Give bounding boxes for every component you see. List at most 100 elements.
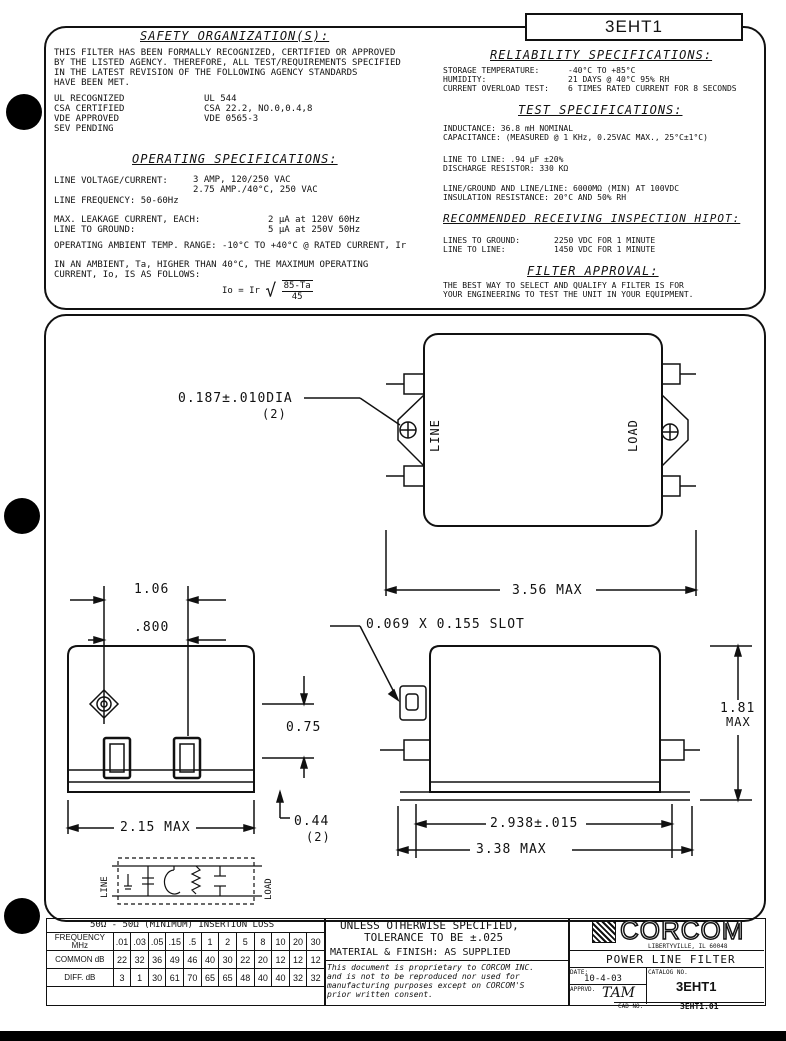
table-cell: 12 [288,950,308,969]
leakage-value-1: 2 µA at 120V 60Hz [268,215,361,225]
table-cell: 30 [306,932,325,951]
table-cell: 12 [271,950,290,969]
reliability-label: HUMIDITY: [443,75,487,84]
binder-hole-top [6,94,42,130]
reliability-value: 6 TIMES RATED CURRENT FOR 8 SECONDS [568,84,737,93]
dim-3-38: 3.38 MAX [476,842,547,857]
hipot-heading: RECOMMENDED RECEIVING INSPECTION HIPOT: [443,212,741,225]
reliability-value: 21 DAYS @ 40°C 95% RH [568,75,670,84]
reliability-value: -40°C TO +85°C [568,66,636,75]
load-label: LOAD [626,419,640,452]
table-cell: .05 [147,932,167,951]
notes-divider [324,960,568,961]
reliability-heading: RELIABILITY SPECIFICATIONS: [490,48,713,62]
table-cell: .15 [165,932,185,951]
company-name: CORCOM [619,914,745,946]
discharge-resistor: DISCHARGE RESISTOR: 330 KΩ [443,164,569,173]
table-cell: 70 [183,968,202,987]
title-divider [568,984,646,985]
sqrt-icon: √ [265,280,277,302]
table-cell: 32 [306,968,325,987]
dim-1-81-max: MAX [726,715,751,729]
ambient-note-2: CURRENT, Io, IS AS FOLLOWS: [54,270,201,280]
approval-heading: FILTER APPROVAL: [527,264,659,278]
proprietary-1: This document is proprietary to CORCOM I… [327,963,535,972]
product-name: POWER LINE FILTER [606,953,736,966]
binder-hole-middle [4,498,40,534]
date-value: 10-4-03 [584,974,622,984]
title-divider-v [646,967,647,1004]
proprietary-3: manufacturing purposes except on CORCOM'… [327,981,525,990]
line-label: LINE [428,419,442,452]
table-cell: 3 [112,968,132,987]
agency-std: VDE 0565-3 [204,114,259,124]
table-cell: 32 [288,968,308,987]
table-cell: 8 [253,932,273,951]
dim-2-938: 2.938±.015 [490,816,579,831]
line-to-line: LINE TO LINE: .94 µF ±20% [443,155,564,164]
insulation-1: LINE/GROUND AND LINE/LINE: 6000MΩ (MIN) … [443,184,680,193]
table-cell: 36 [147,950,167,969]
table-cell: 22 [112,950,132,969]
table-cell: 1 [200,932,220,951]
hipot-label: LINE TO LINE: [443,245,506,254]
title-divider [568,950,764,951]
agency-std: CSA 22.2, NO.0,0.4,8 [204,104,313,114]
notes-block [324,918,570,1006]
slot-note: 0.069 X 0.155 SLOT [366,617,525,632]
company-address: LIBERTYVILLE, IL 60048 [648,943,728,950]
line-voltage-2: 2.75 AMP./40°C, 250 VAC [193,185,318,195]
table-cell: 65 [218,968,237,987]
table-cell: .03 [130,932,149,951]
table-cell: 40 [271,968,290,987]
agency-name: VDE APPROVED [54,114,120,124]
dia-qty: (2) [262,407,287,421]
approved-label: APPRVD. [570,986,596,993]
table-cell: 65 [200,968,220,987]
agency-name: SEV PENDING [54,124,114,134]
insulation-2: INSULATION RESISTANCE: 20°C AND 50% RH [443,193,627,202]
hipot-label: LINES TO GROUND: [443,236,521,245]
table-cell: 5 [235,932,255,951]
proprietary-2: and is not to be reproduced nor used for [327,972,520,981]
table-row: COMMON dB 22 32 36 49 46 40 30 22 20 12 … [46,950,325,969]
insertion-loss-table: FREQUENCY MHz .01 .03 .05 .15 .5 1 2 5 8… [46,932,325,987]
table-row: DIFF. dB 3 1 30 61 70 65 65 48 40 40 32 … [46,968,325,987]
catalog-label: CATALOG NO. [648,969,688,976]
dim-0-44: 0.44 [294,814,330,829]
table-cell: 49 [165,950,185,969]
corcom-logo-icon [592,921,616,943]
title-block [568,918,766,1006]
capacitance: CAPACITANCE: (MEASURED @ 1 KHz, 0.25VAC … [443,133,708,142]
formula-numerator: 85-Ta [281,280,313,292]
line-voltage-1: 3 AMP, 120/250 VAC [193,175,291,185]
safety-intro-3: IN THE LATEST REVISION OF THE FOLLOWING … [54,68,358,78]
formula-denominator: 45 [291,292,303,302]
dim-1-81: 1.81 [720,701,756,716]
dim-0-44-qty: (2) [306,830,331,844]
part-number: 3EHT1 [605,17,663,36]
title-divider [568,967,764,968]
hipot-value: 2250 VDC FOR 1 MINUTE [554,236,656,245]
line-frequency: LINE FREQUENCY: 50-60Hz [54,196,179,206]
table-cell: 61 [165,968,185,987]
tolerance-1: UNLESS OTHERWISE SPECIFIED, [340,919,519,932]
table-cell: 1 [130,968,149,987]
table-cell: 20 [288,932,308,951]
ambient-note-1: IN AN AMBIENT, Ta, HIGHER THAN 40°C, THE… [54,260,369,270]
inductance: INDUCTANCE: 36.8 mH NOMINAL [443,124,574,133]
leakage-label-1: MAX. LEAKAGE CURRENT, EACH: [54,215,201,225]
approval-text-1: THE BEST WAY TO SELECT AND QUALIFY A FIL… [443,281,684,290]
common-label: COMMON dB [46,950,114,969]
table-cell: 2 [218,932,237,951]
derating-formula: Io = Ir √ 85-Ta 45 [222,280,313,302]
table-cell: 46 [183,950,202,969]
safety-heading: SAFETY ORGANIZATION(S): [140,29,330,43]
table-cell: 20 [253,950,273,969]
spec-panel [44,26,766,310]
agency-std: UL 544 [204,94,237,104]
approval-text-2: YOUR ENGINEERING TO TEST THE UNIT IN YOU… [443,290,694,299]
table-cell: 30 [218,950,237,969]
table-cell: .5 [183,932,202,951]
freq-label: FREQUENCY MHz [46,932,114,951]
